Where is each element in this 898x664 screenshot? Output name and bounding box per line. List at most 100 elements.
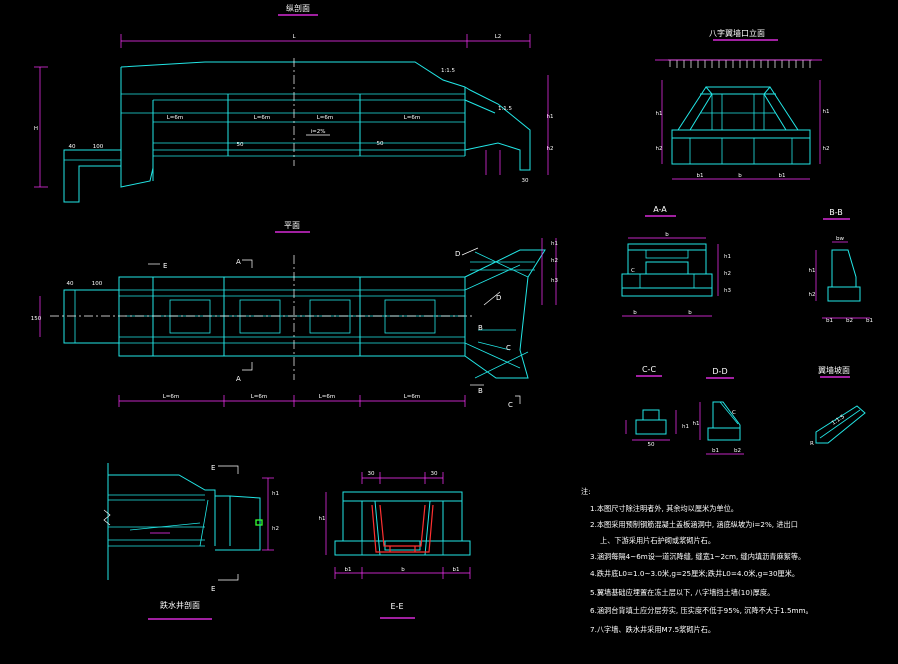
svg-text:h1: h1 (547, 114, 554, 120)
svg-text:b: b (665, 232, 669, 238)
svg-text:h1: h1 (656, 111, 663, 117)
svg-text:H: H (34, 126, 38, 132)
title-plan: 平面 (284, 221, 300, 230)
svg-text:h3: h3 (724, 288, 731, 294)
svg-text:50: 50 (377, 141, 384, 147)
title-drop-section: 跌水井剖面 (160, 600, 200, 610)
svg-text:L2: L2 (495, 34, 502, 40)
svg-text:b2: b2 (846, 318, 853, 324)
svg-text:h1: h1 (272, 491, 279, 497)
svg-text:h2: h2 (547, 146, 554, 152)
svg-text:h1: h1 (724, 254, 731, 260)
svg-text:h2: h2 (823, 146, 830, 152)
svg-text:h1: h1 (823, 109, 830, 115)
title-longitudinal: 纵剖面 (286, 3, 310, 13)
svg-text:L=6m: L=6m (163, 394, 180, 400)
svg-text:L=6m: L=6m (404, 115, 421, 121)
svg-text:L=6m: L=6m (167, 115, 184, 121)
svg-text:h1: h1 (551, 241, 558, 247)
svg-text:30: 30 (431, 471, 438, 477)
svg-text:R: R (810, 441, 814, 447)
section-bb: bw h1 h2 b1 b2 b1 (809, 236, 874, 324)
svg-text:b1: b1 (453, 567, 460, 573)
title-wing-slope: 翼墙坡面 (818, 365, 850, 375)
svg-text:C: C (732, 410, 736, 416)
svg-text:E: E (211, 585, 215, 593)
note-3: 3.涵洞每隔4~6m设一道沉降缝, 缝宽1~2cm, 缝内填沥青麻絮等。 (590, 552, 805, 561)
svg-text:b2: b2 (734, 448, 741, 454)
note-5: 5.翼墙基础应埋置在冻土层以下, 八字墙挡土墙(10)厚度。 (590, 588, 774, 597)
svg-text:A: A (236, 258, 241, 266)
svg-text:100: 100 (93, 144, 104, 150)
svg-text:b: b (688, 310, 692, 316)
svg-text:B: B (478, 324, 483, 332)
svg-text:i=2%: i=2% (311, 129, 326, 135)
svg-text:D: D (496, 294, 501, 302)
svg-text:h1: h1 (809, 268, 816, 274)
svg-text:b1: b1 (866, 318, 873, 324)
title-section-ee: E-E (391, 602, 404, 611)
svg-text:b1: b1 (779, 173, 786, 179)
note-2: 2.本图采用预制钢筋混凝土盖板涵洞中, 涵底纵坡为i=2%, 进出口 (590, 520, 798, 529)
svg-text:30: 30 (522, 178, 529, 184)
note-7: 7.八字墙、跌水井采用M7.5浆砌片石。 (590, 625, 715, 634)
svg-text:h2: h2 (724, 271, 731, 277)
note-4: 4.跌井底L0=1.0~3.0米,g=25厘米;跌井L0=4.0米,g=30厘米… (590, 569, 799, 578)
title-section-bb: B-B (829, 208, 843, 217)
svg-text:L=6m: L=6m (254, 115, 271, 121)
plan-view: L=6m L=6m L=6m L=6m 150 40 100 h1 h2 h3 … (31, 238, 558, 409)
svg-text:b: b (738, 173, 742, 179)
svg-text:E: E (211, 464, 215, 472)
drop-well-section: E E h1 h2 (103, 463, 279, 593)
svg-text:150: 150 (31, 316, 42, 322)
svg-text:h2: h2 (272, 526, 279, 532)
longitudinal-section: L L2 H L=6m L=6m L=6m L=6m (34, 34, 554, 203)
svg-text:C: C (631, 268, 635, 274)
svg-text:1:1.5: 1:1.5 (498, 106, 513, 112)
svg-text:30: 30 (368, 471, 375, 477)
svg-text:50: 50 (237, 142, 244, 148)
svg-text:h3: h3 (551, 278, 558, 284)
svg-text:h2: h2 (551, 258, 558, 264)
svg-text:h1: h1 (319, 516, 326, 522)
notes: 注: 1.本图尺寸除注明者外, 其余均以厘米为单位。 2.本图采用预制钢筋混凝土… (581, 487, 813, 634)
svg-text:b1: b1 (697, 173, 704, 179)
svg-text:b1: b1 (712, 448, 719, 454)
title-section-cc: C-C (642, 365, 656, 374)
svg-text:C: C (508, 401, 513, 409)
outlet-elevation: h1 h2 h1 h2 b b1 b1 (655, 59, 830, 180)
section-aa: b h1 h2 h3 b b C (621, 232, 731, 317)
note-6: 6.涵洞台背填土应分层夯实, 压实度不低于95%, 沉降不大于1.5mm。 (590, 606, 813, 615)
view-titles: 纵剖面 八字翼墙口立面 平面 A-A B-B C-C D-D 翼墙坡面 跌水井剖… (148, 3, 850, 620)
title-section-aa: A-A (653, 205, 667, 214)
title-outlet-elevation: 八字翼墙口立面 (709, 28, 765, 38)
svg-text:B: B (478, 387, 483, 395)
section-dd: C h1 b1 b2 (693, 401, 744, 455)
svg-text:L: L (292, 34, 296, 40)
svg-text:E: E (163, 262, 167, 270)
svg-text:L=6m: L=6m (404, 394, 421, 400)
svg-text:A: A (236, 375, 241, 383)
svg-text:bw: bw (836, 236, 844, 242)
svg-text:D: D (455, 250, 460, 258)
svg-text:C: C (506, 344, 511, 352)
title-section-dd: D-D (712, 367, 727, 376)
svg-text:40: 40 (69, 144, 76, 150)
svg-text:h1: h1 (682, 424, 689, 430)
svg-text:h1: h1 (693, 421, 700, 427)
note-2b: 上、下游采用片石护砌或浆砌片石。 (600, 536, 715, 545)
wing-slope-detail: 1:1.5 R (810, 405, 866, 447)
notes-heading: 注: (581, 487, 591, 496)
svg-text:b1: b1 (345, 567, 352, 573)
svg-text:b1: b1 (826, 318, 833, 324)
svg-text:1:1.5: 1:1.5 (441, 68, 456, 74)
svg-text:40: 40 (67, 281, 74, 287)
svg-text:L=6m: L=6m (317, 115, 334, 121)
svg-text:100: 100 (92, 281, 103, 287)
note-1: 1.本图尺寸除注明者外, 其余均以厘米为单位。 (590, 504, 738, 513)
svg-text:h2: h2 (809, 292, 816, 298)
svg-text:50: 50 (648, 442, 655, 448)
svg-text:L=6m: L=6m (251, 394, 268, 400)
svg-text:L=6m: L=6m (319, 394, 336, 400)
